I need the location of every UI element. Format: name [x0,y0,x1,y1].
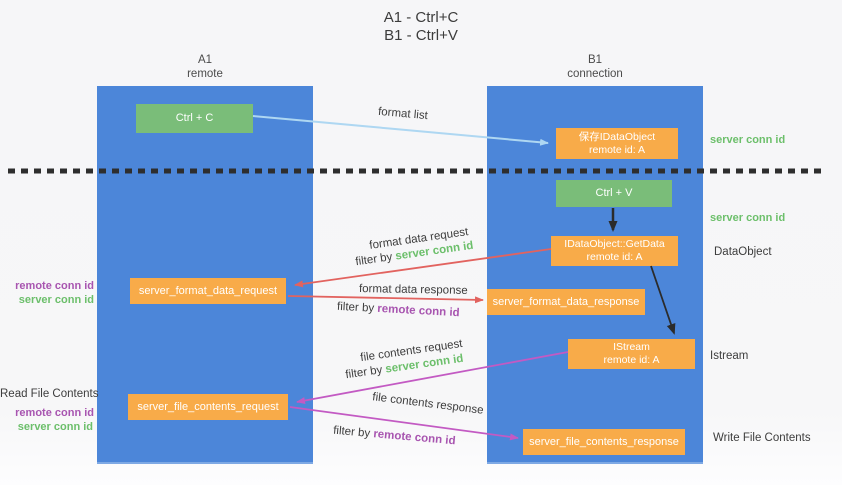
title-line-a1: A1 - Ctrl+C [383,9,459,26]
right-column-subtitle: connection [567,68,623,80]
diagram-title: A1 - Ctrl+C B1 - Ctrl+V [0,9,842,45]
ctrl-v-label: Ctrl + V [595,187,633,199]
left-remote-conn-id-label-2: remote conn id [15,407,94,419]
istream-box: IStream remote id: A [568,339,695,369]
dataobject-label: DataObject [714,246,772,258]
format-data-response-filter-label: filter by remote conn id [337,301,460,319]
right-column-id: B1 [587,54,603,66]
save-dataobject-line1: 保存IDataObject [578,130,656,143]
left-server-conn-id-label: server conn id [18,294,94,306]
istream-side-label: Istream [710,350,749,362]
server-file-contents-response-box: server_file_contents_response [523,429,685,455]
format-list-label: format list [377,105,429,123]
server-format-data-response-label: server_format_data_response [492,295,640,308]
getdata-line1: IDataObject::GetData [564,238,665,250]
left-remote-conn-id-label: remote conn id [15,280,94,292]
filter-by-text: filter by [332,424,374,441]
write-file-contents-label: Write File Contents [713,432,811,444]
server-file-contents-response-label: server_file_contents_response [529,435,679,448]
server-format-data-request-box: server_format_data_request [130,278,286,304]
right-server-conn-id-label: server conn id [710,134,786,146]
right-server-conn-id-label-2: server conn id [710,212,786,224]
ctrl-v-box: Ctrl + V [556,180,672,207]
getdata-remote-id: remote id: A [586,251,643,263]
filter-by-text: filter by [344,363,387,382]
getdata-box: IDataObject::GetData remote id: A [551,236,678,266]
left-column-header: A1 remote [145,53,265,81]
format-data-response-label: format data response [358,283,468,297]
file-contents-response-filter-label: filter by remote conn id [333,425,456,448]
left-column-subtitle: remote [187,68,223,80]
server-file-contents-request-label: server_file_contents_request [137,400,279,413]
left-server-conn-id-label-2: server conn id [17,421,93,433]
filter-by-text: filter by [354,250,397,269]
istream-remote-id: remote id: A [603,354,660,366]
remote-conn-id-key: remote conn id [376,302,460,320]
read-file-contents-label: Read File Contents [0,388,99,400]
ctrl-c-label: Ctrl + C [175,112,214,124]
istream-line1: IStream [613,341,650,353]
server-format-data-request-label: server_format_data_request [138,284,278,297]
save-dataobject-remote-id: remote id: A [588,143,646,156]
filter-by-text: filter by [336,300,378,315]
file-contents-response-label: file contents response [371,391,485,417]
remote-conn-id-key: remote conn id [372,428,456,448]
server-format-data-response-box: server_format_data_response [487,289,645,315]
left-column-id: A1 [197,54,213,66]
server-file-contents-request-box: server_file_contents_request [128,394,288,420]
title-line-b1: B1 - Ctrl+V [384,27,458,44]
ctrl-c-box: Ctrl + C [136,104,253,133]
save-dataobject-box: 保存IDataObject remote id: A [556,128,678,159]
right-column-header: B1 connection [535,53,655,81]
